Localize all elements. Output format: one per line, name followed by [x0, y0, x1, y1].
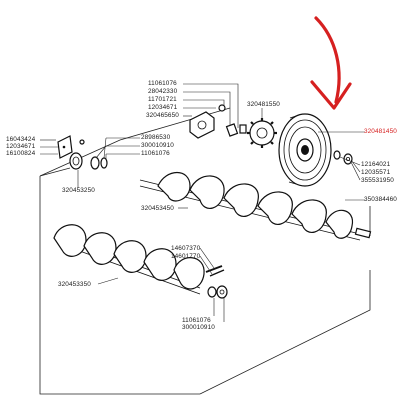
part-number-label: 12034671: [148, 104, 178, 111]
upper-auger: [139, 171, 372, 241]
pulley: [278, 113, 332, 187]
part-number-label: 300010910: [141, 142, 174, 149]
upper-bearing-parts: [189, 104, 247, 139]
part-number-label: 12034671: [6, 143, 36, 150]
part-number-label: 355531950: [361, 177, 394, 184]
part-number-label: 12035571: [361, 169, 391, 176]
part-number-label: 320453350: [58, 281, 91, 288]
part-number-label: 320453450: [141, 205, 174, 212]
part-number-label: 16043424: [6, 136, 36, 143]
part-number-label: 350384460: [364, 196, 397, 203]
right-small-parts: [333, 150, 353, 165]
pulley-part-number-label: 320481450: [364, 128, 397, 135]
part-number-label: 320481550: [247, 101, 280, 108]
part-number-label: 28042330: [148, 88, 178, 95]
part-number-label: 28986530: [141, 134, 171, 141]
part-number-label: 11701721: [148, 96, 177, 103]
part-number-label: 320453250: [62, 187, 95, 194]
left-bearing-group: [57, 135, 108, 170]
part-number-label: 320465650: [146, 112, 179, 119]
part-number-label: 11061076: [182, 317, 211, 324]
leader-lines: [40, 83, 365, 322]
part-number-label: 11061076: [141, 150, 170, 157]
part-number-label: 300010910: [182, 324, 215, 331]
part-number-label: 12164021: [361, 161, 391, 168]
lower-auger: [53, 224, 205, 295]
part-number-label: 11061076: [148, 80, 177, 87]
part-number-label: 16100824: [6, 150, 36, 157]
red-arrow-icon: [310, 16, 352, 110]
sprocket: [247, 118, 277, 148]
pin-parts: [205, 265, 228, 299]
part-number-label: 14607370: [171, 245, 201, 252]
part-number-label: 14601770: [171, 253, 201, 260]
